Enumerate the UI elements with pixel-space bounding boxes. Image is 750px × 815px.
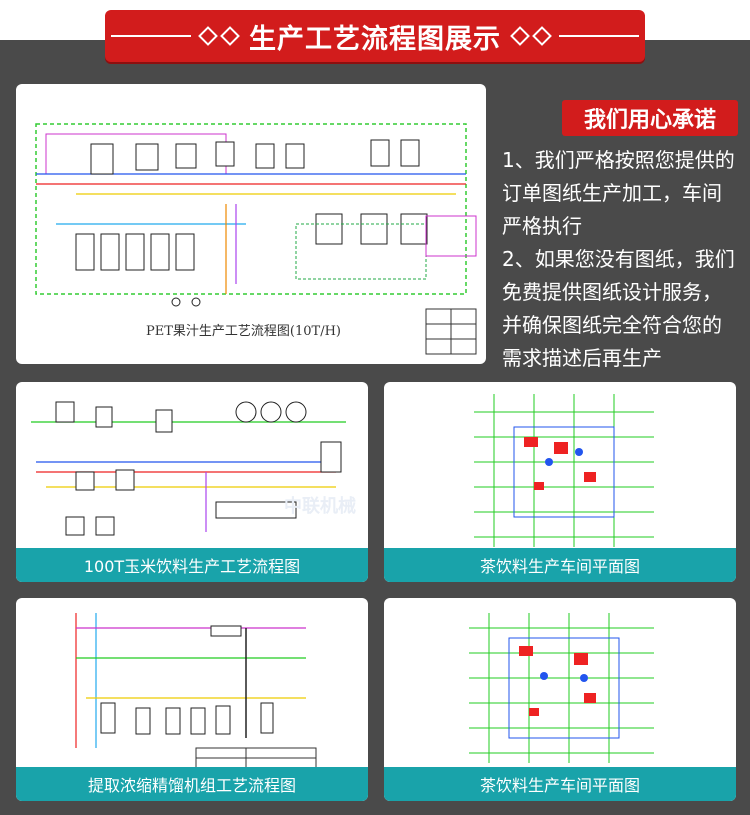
tea-workshop-plan-1 <box>474 394 654 547</box>
diamond-icon <box>532 26 552 46</box>
header-banner: 生产工艺流程图展示 <box>105 10 645 62</box>
tea-plan-label-1: 茶饮料生产车间平面图 <box>384 548 736 582</box>
extract-flowchart-panel[interactable]: 提取浓缩精馏机组工艺流程图 <box>16 598 368 801</box>
page-title: 生产工艺流程图展示 <box>249 23 501 55</box>
promise-item-2: 2、如果您没有图纸，我们免费提供图纸设计服务，并确保图纸完全符合您的需求描述后再… <box>502 247 735 370</box>
corn-beverage-diagram: 中联机械 <box>31 401 356 536</box>
corn-flowchart-label: 100T玉米饮料生产工艺流程图 <box>16 548 368 582</box>
corn-flowchart-panel[interactable]: 中联机械 100T玉米饮料生产工艺流程图 <box>16 382 368 582</box>
tea-plan-panel-2[interactable]: 茶饮料生产车间平面图 <box>384 598 736 801</box>
extract-flowchart-label: 提取浓缩精馏机组工艺流程图 <box>16 767 368 801</box>
tea-workshop-plan-2 <box>469 613 654 763</box>
main-flowchart-label: PET果汁生产工艺流程图(10T/H) <box>146 324 341 339</box>
pet-juice-diagram <box>35 123 477 355</box>
tea-plan-label-2: 茶饮料生产车间平面图 <box>384 767 736 801</box>
main-flowchart-panel[interactable]: PET果汁生产工艺流程图(10T/H) <box>16 84 486 364</box>
promise-title: 我们用心承诺 <box>562 100 738 136</box>
watermark-text: 中联机械 <box>284 495 356 516</box>
diamond-icon <box>510 26 530 46</box>
promise-item-1: 1、我们严格按照您提供的订单图纸生产加工，车间严格执行 <box>502 148 735 238</box>
banner-line-left <box>111 35 191 37</box>
diamond-icon <box>220 26 240 46</box>
promise-text: 1、我们严格按照您提供的订单图纸生产加工，车间严格执行 2、如果您没有图纸，我们… <box>502 144 740 375</box>
banner-line-right <box>559 35 639 37</box>
diamond-icon <box>198 26 218 46</box>
extraction-diagram <box>75 613 317 779</box>
tea-plan-panel-1[interactable]: 茶饮料生产车间平面图 <box>384 382 736 582</box>
